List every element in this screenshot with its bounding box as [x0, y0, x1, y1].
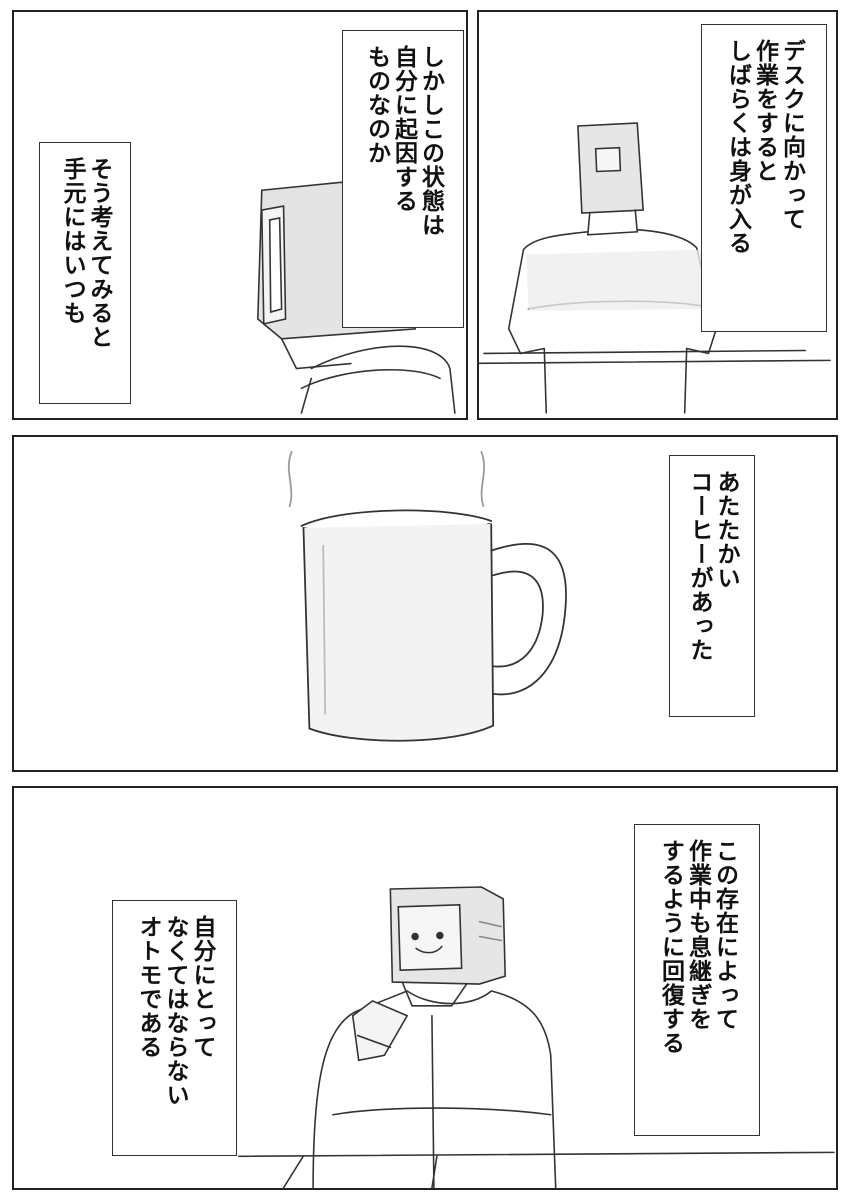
- figure-drinking-coffee-illustration: [238, 886, 835, 1188]
- caption-line: するように回復する: [657, 839, 684, 1055]
- caption-box: あたたかい コーヒーがあった: [669, 455, 755, 717]
- caption-line: 自分にとって: [189, 915, 215, 1059]
- caption-box-2: 自分にとって なくてはならない オトモである: [112, 900, 237, 1156]
- panel-3: あたたかい コーヒーがあった: [12, 435, 838, 772]
- caption-line: コーヒーがあった: [686, 470, 712, 662]
- caption-line: 手元にはいつも: [59, 157, 85, 325]
- coffee-mug-illustration: [287, 450, 567, 742]
- caption-line: なくてはならない: [162, 915, 188, 1107]
- caption-box: しかしこの状態は 自分に起因する ものなのか: [342, 30, 464, 328]
- caption-box-2: そう考えてみると 手元にはいつも: [39, 142, 131, 404]
- caption-line: この存在によって: [711, 839, 738, 1031]
- figure-back-illustration: [479, 122, 831, 414]
- caption-box: デスクに向かって 作業をすると しばらくは身が入る: [701, 24, 827, 332]
- caption-line: しかしこの状態は: [417, 45, 444, 237]
- caption-line: オトモである: [135, 915, 161, 1059]
- caption-line: そう考えてみると: [86, 157, 112, 349]
- caption-line: ものなのか: [363, 45, 390, 165]
- caption-line: あたたかい: [713, 470, 739, 590]
- caption-line: 自分に起因する: [390, 45, 417, 213]
- panel-1: デスクに向かって 作業をすると しばらくは身が入る: [477, 10, 838, 420]
- caption-line: デスクに向かって: [778, 39, 805, 231]
- panel-2: しかしこの状態は 自分に起因する ものなのか そう考えてみると 手元にはいつも: [12, 10, 468, 420]
- panel-4: この存在によって 作業中も息継ぎを するように回復する 自分にとって なくてはな…: [12, 786, 838, 1190]
- caption-line: しばらくは身が入る: [724, 39, 751, 255]
- caption-line: 作業中も息継ぎを: [684, 839, 711, 1031]
- caption-line: 作業をすると: [751, 39, 778, 183]
- caption-box: この存在によって 作業中も息継ぎを するように回復する: [634, 824, 760, 1136]
